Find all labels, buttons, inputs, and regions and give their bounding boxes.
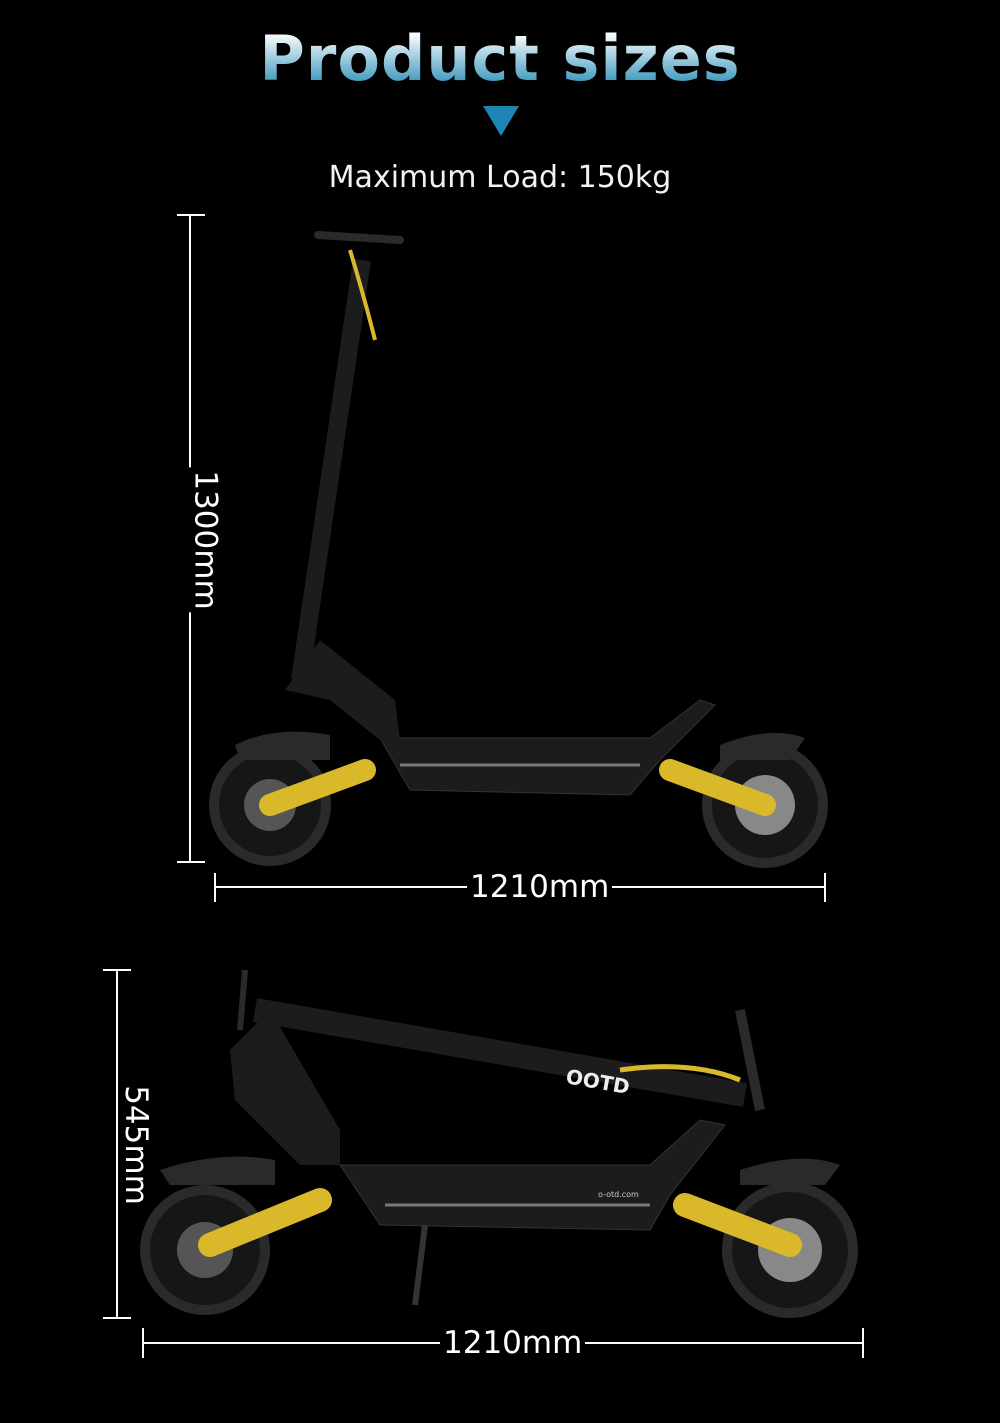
scooter-folded: OOTD o-otd.com (140, 969, 858, 1318)
scooter-unfolded (209, 231, 828, 868)
max-load-label: Maximum Load: 150kg (328, 160, 672, 195)
brand-website: o-otd.com (598, 1190, 639, 1199)
page-title: Product sizes (0, 22, 1000, 95)
unfolded-height-label: 1300mm (188, 467, 224, 613)
triangle-down-icon (483, 106, 519, 136)
folded-height-label: 545mm (118, 1082, 154, 1208)
unfolded-length-label: 1210mm (467, 870, 613, 904)
folded-length-label: 1210mm (440, 1326, 586, 1360)
